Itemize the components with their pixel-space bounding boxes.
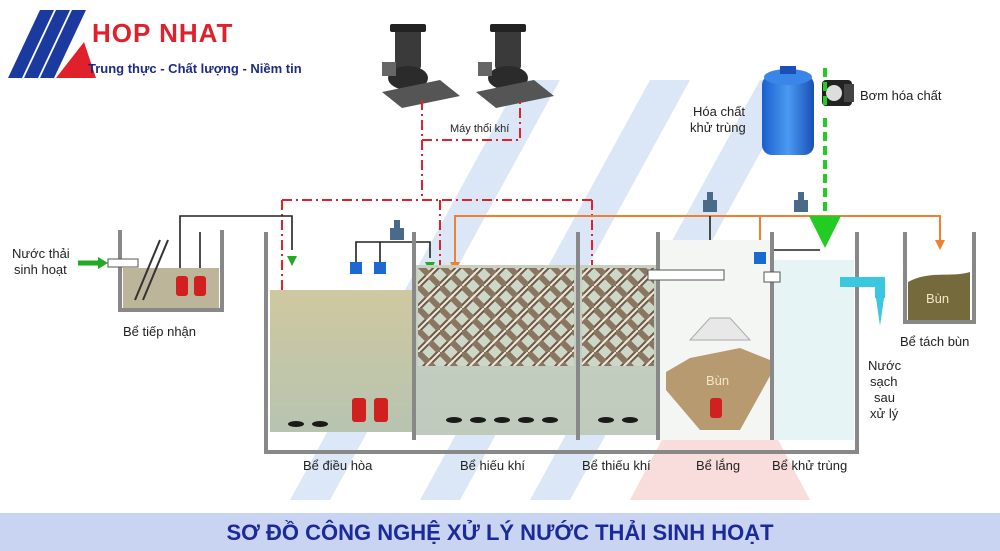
dosing-pump-icon xyxy=(822,80,854,106)
air-blower-icon xyxy=(382,24,460,108)
outlet-label-1: Nước xyxy=(868,358,902,373)
equalization-water xyxy=(270,290,412,432)
valve-icon xyxy=(350,252,766,274)
submersible-pump-icon xyxy=(352,398,722,422)
settling-tank-label: Bể lắng xyxy=(696,458,740,473)
chemical-tank-icon xyxy=(762,66,814,155)
chemical-pump-label: Bơm hóa chất xyxy=(860,88,942,103)
inlet-arrow-head xyxy=(98,257,108,269)
valve-icon xyxy=(794,192,808,212)
outlet-pipe xyxy=(840,277,885,298)
title-band xyxy=(0,513,1000,551)
outlet-label-2: sạch xyxy=(870,374,897,389)
outlet-label-3: sau xyxy=(874,390,895,405)
aerobic-media xyxy=(418,268,574,366)
valve-icon xyxy=(390,220,404,240)
sludge-tank-label-inner: Bùn xyxy=(926,291,949,306)
inlet-label-1: Nước thải xyxy=(12,246,70,261)
blower-label: Máy thổi khí xyxy=(450,123,509,135)
settling-baffle xyxy=(688,317,752,341)
outlet-arrow xyxy=(876,298,884,326)
chemical-label-1: Hóa chất xyxy=(693,104,745,119)
air-blower-icon xyxy=(476,24,554,108)
brand-name: HOP NHAT xyxy=(92,18,233,48)
return-arrow xyxy=(935,240,945,250)
valve-icon xyxy=(703,192,717,212)
disinfection-tank-label: Bể khử trùng xyxy=(772,458,847,473)
anoxic-tank-label: Bể thiếu khí xyxy=(582,458,651,473)
equalization-tank-label: Bể điều hòa xyxy=(303,458,373,473)
submersible-pump-icon xyxy=(176,276,206,296)
chemical-label-2: khử trùng xyxy=(690,120,746,135)
inlet-label-2: sinh hoạt xyxy=(14,262,67,277)
main-tank-wall xyxy=(264,232,859,454)
diagram-title: SƠ ĐỒ CÔNG NGHỆ XỬ LÝ NƯỚC THẢI SINH HOẠ… xyxy=(226,520,774,545)
settling-weir xyxy=(647,269,725,281)
settling-sludge-label: Bùn xyxy=(706,373,729,388)
aerobic-tank-label: Bể hiếu khí xyxy=(460,458,525,473)
brand-slogan: Trung thực - Chất lượng - Niềm tin xyxy=(88,61,302,76)
sludge-tank-label: Bể tách bùn xyxy=(900,334,969,349)
receiving-tank xyxy=(118,230,224,312)
flow-arrow xyxy=(287,256,297,266)
inlet-pipe xyxy=(107,258,139,268)
sludge-tank xyxy=(903,232,976,324)
outlet-label-4: xử lý xyxy=(870,406,899,421)
logo-icon xyxy=(8,10,96,78)
anoxic-media xyxy=(582,268,654,366)
disinfection-water xyxy=(774,260,854,440)
receiving-tank-label: Bể tiếp nhận xyxy=(123,324,196,339)
settling-sludge xyxy=(666,348,770,430)
diffuser-icon xyxy=(288,417,638,427)
